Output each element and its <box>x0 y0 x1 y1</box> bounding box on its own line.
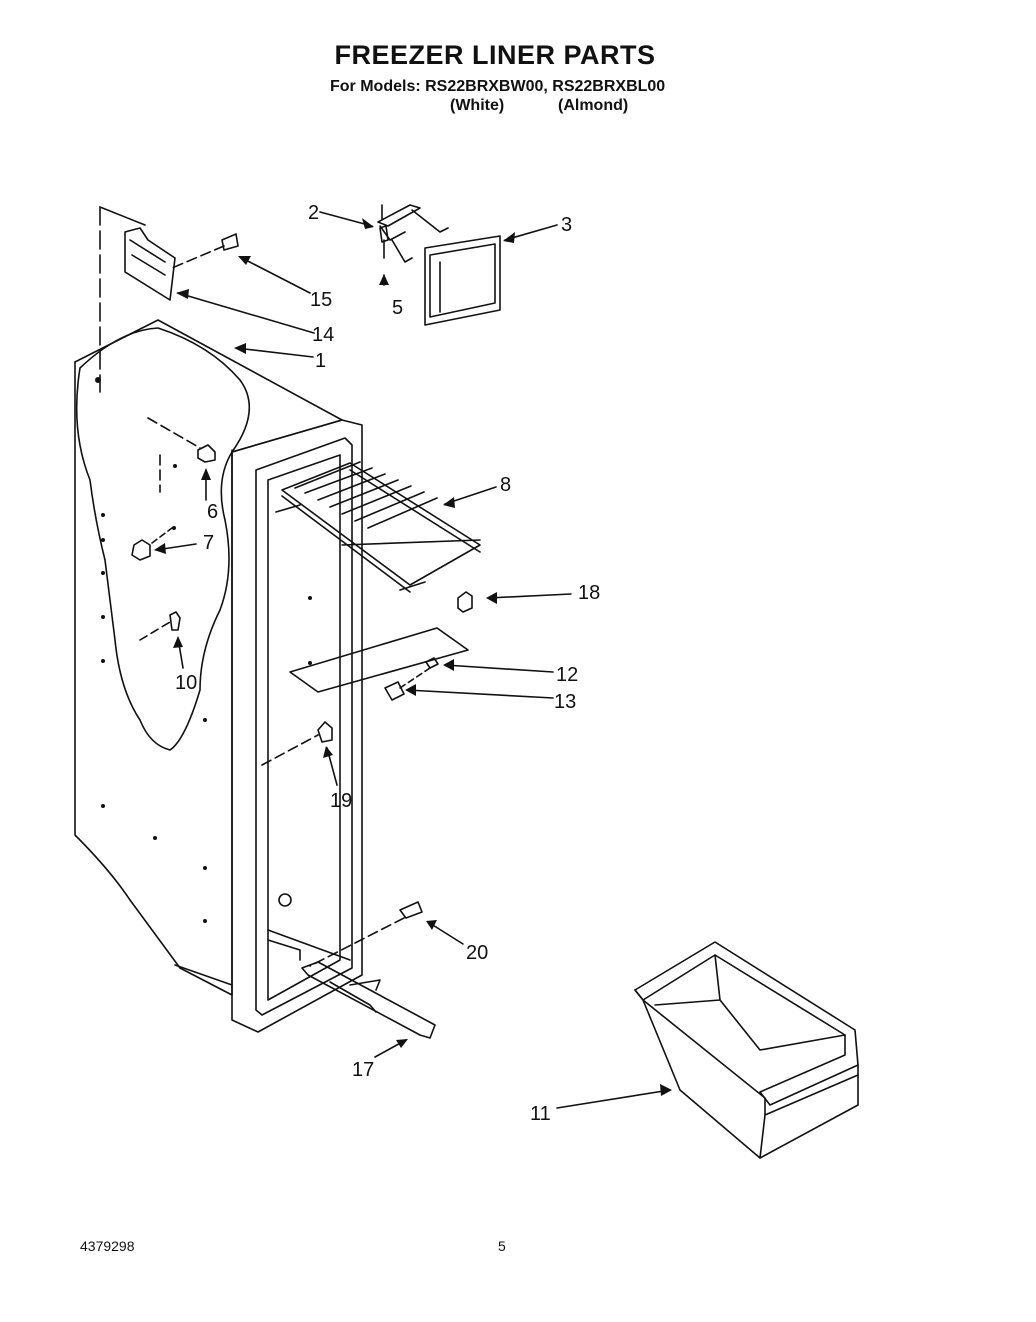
arrowheads <box>154 218 672 1096</box>
callout-labels: 2 3 5 15 14 1 8 6 7 18 12 10 13 19 20 17… <box>175 202 600 1125</box>
document-number: 4379298 <box>80 1238 135 1254</box>
part-11-bin-shape <box>634 941 859 1159</box>
liner-holes <box>95 377 312 923</box>
part-18-clip-shape <box>457 591 473 613</box>
callout-5: 5 <box>392 297 403 319</box>
variant-white: (White) <box>450 97 505 114</box>
part-17-rail-shape <box>301 961 436 1039</box>
part-6-clip-shape <box>147 417 216 493</box>
part-5-screw-shape <box>379 225 389 259</box>
callout-11: 11 <box>530 1103 551 1125</box>
callout-14: 14 <box>312 324 334 346</box>
callout-8: 8 <box>500 474 511 496</box>
callout-10: 10 <box>175 672 197 694</box>
part-15-screw-shape <box>171 233 239 269</box>
callout-6: 6 <box>207 501 218 523</box>
callout-2: 2 <box>308 202 319 224</box>
callout-19: 19 <box>330 790 352 812</box>
callout-12: 12 <box>556 664 578 686</box>
callout-17: 17 <box>352 1059 374 1081</box>
part-10-clip-shape <box>139 611 181 641</box>
part-3-cover-shape <box>424 235 501 326</box>
callout-18: 18 <box>578 582 600 604</box>
part-19-bracket-shape <box>261 721 333 766</box>
callout-3: 3 <box>561 214 572 236</box>
part-7-clip-shape <box>131 527 173 561</box>
part-2-bracket-shape <box>377 204 449 263</box>
part-14-bracket-shape <box>124 227 176 301</box>
page-title: FREEZER LINER PARTS <box>334 40 656 70</box>
callout-15: 15 <box>310 289 332 311</box>
callout-7: 7 <box>203 532 214 554</box>
callout-20: 20 <box>466 942 488 964</box>
part-20-screw-shape <box>309 901 423 967</box>
models-line: For Models: RS22BRXBW00, RS22BRXBL00 <box>330 78 666 95</box>
part-12-13-panel-outline <box>289 627 469 693</box>
part-8-shelf-shape <box>275 461 481 593</box>
callout-1: 1 <box>315 350 326 372</box>
part-12-clip-shape <box>399 657 439 689</box>
callout-13: 13 <box>554 691 576 713</box>
variant-almond: (Almond) <box>558 97 629 114</box>
page-number: 5 <box>498 1238 506 1254</box>
leader-lines <box>155 211 671 1109</box>
freezer-liner-shape <box>74 319 363 1033</box>
part-13-clip-shape <box>384 681 405 701</box>
